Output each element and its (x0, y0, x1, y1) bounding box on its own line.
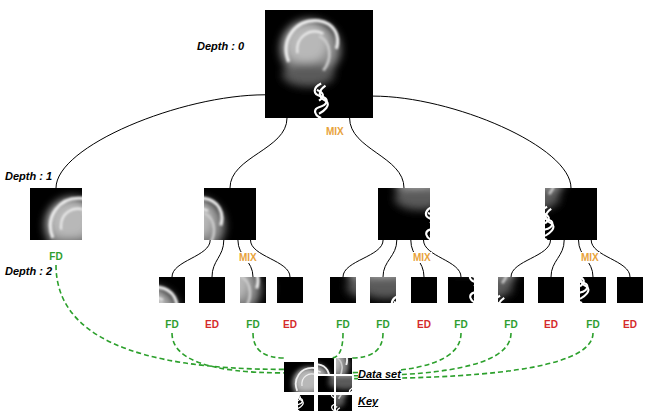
node-class-label: MIX (238, 252, 258, 263)
image-tile: MIX (545, 188, 597, 240)
tree-edge (551, 240, 564, 277)
image-tile: FD (159, 277, 185, 303)
dataset-link (172, 333, 284, 373)
node-class-label: FD (375, 319, 390, 330)
label-holder: Depth : 0 (197, 36, 244, 54)
tree-edge (350, 118, 404, 188)
label-holder: ED (543, 314, 559, 332)
label-holder: FD (245, 314, 260, 332)
label-holder: FD (48, 246, 63, 264)
dataset-link (331, 333, 343, 358)
image-tile: MIX (204, 188, 256, 240)
label-holder: FD (335, 314, 350, 332)
image-tile: FD (240, 277, 266, 303)
tree-edge (212, 240, 224, 277)
label-holder: Depth : 2 (5, 261, 52, 279)
image-tile: FD (580, 277, 606, 303)
node-class-label: ED (622, 319, 638, 330)
tree-edge (343, 240, 383, 277)
node-class-label: FD (335, 319, 350, 330)
node-class-label: ED (282, 319, 298, 330)
depth-label: Depth : 2 (5, 265, 52, 277)
key-label: Key (358, 395, 378, 407)
tree-edge (383, 240, 397, 277)
tree-edge (230, 118, 287, 188)
dataset-link (352, 333, 383, 358)
node-class-label: ED (543, 319, 559, 330)
label-holder: Depth : 1 (5, 166, 52, 184)
node-class-label: FD (48, 251, 63, 262)
label-holder: ED (622, 314, 638, 332)
label-holder: FD (585, 314, 600, 332)
node-class-label: FD (245, 319, 260, 330)
node-class-label: FD (503, 319, 518, 330)
label-holder: Key (358, 391, 378, 409)
dataset-link (352, 333, 461, 373)
image-tile: MIX (265, 10, 373, 118)
image-tile: FD (370, 277, 396, 303)
image-tile: ED (277, 277, 303, 303)
dataset-link (56, 265, 284, 369)
image-tile: FD (30, 188, 82, 240)
node-class-label: MIX (412, 252, 432, 263)
label-holder: MIX (325, 121, 345, 139)
node-class-label: FD (585, 319, 600, 330)
image-tile: FD (330, 277, 356, 303)
node-class-label: MIX (325, 126, 345, 137)
label-holder: MIX (412, 247, 432, 265)
label-holder: MIX (580, 247, 600, 265)
label-holder: FD (375, 314, 390, 332)
node-class-label: ED (416, 319, 432, 330)
image-tile: ED (199, 277, 225, 303)
tree-edge (511, 240, 551, 277)
node-class-label: FD (164, 319, 179, 330)
image-tile: ED (538, 277, 564, 303)
node-class-label: FD (453, 319, 468, 330)
label-holder: MIX (238, 247, 258, 265)
label-holder: ED (416, 314, 432, 332)
tree-edge (56, 95, 265, 188)
image-tile: ED (411, 277, 437, 303)
tree-edge (373, 96, 571, 188)
image-tile: FD (448, 277, 474, 303)
label-holder: FD (503, 314, 518, 332)
dataset-link (253, 333, 284, 358)
data-set-mosaic: Data setKey (284, 358, 352, 412)
node-class-label: ED (204, 319, 220, 330)
depth-label: Depth : 1 (5, 170, 52, 182)
node-class-label: MIX (580, 252, 600, 263)
image-tile: FD (498, 277, 524, 303)
label-holder: FD (164, 314, 179, 332)
image-tile: ED (617, 277, 643, 303)
label-holder: ED (204, 314, 220, 332)
image-tile: MIX (378, 188, 430, 240)
label-holder: Data set (358, 364, 401, 382)
tree-edge (172, 240, 210, 277)
label-holder: FD (453, 314, 468, 332)
key-label: Data set (358, 368, 401, 380)
label-holder: ED (282, 314, 298, 332)
depth-label: Depth : 0 (197, 40, 244, 52)
